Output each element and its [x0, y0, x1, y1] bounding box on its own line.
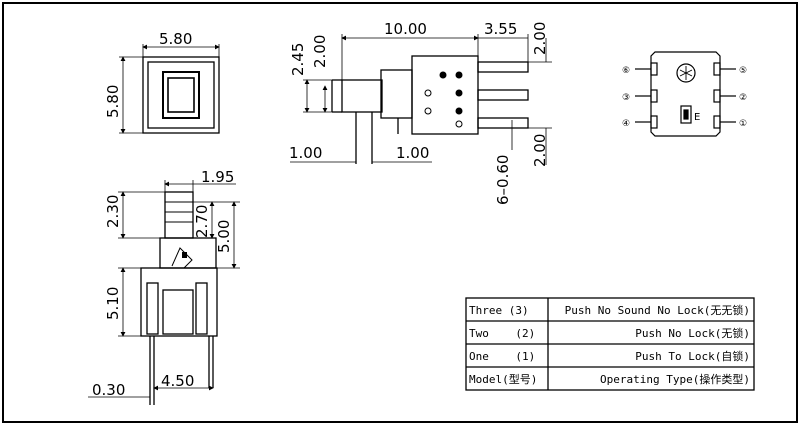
title-block-model-1: One (1) [469, 350, 535, 363]
dim-side-offset: 3.55 [484, 20, 517, 38]
dim-top-width: 5.80 [159, 30, 192, 48]
dim-top-height: 5.80 [104, 85, 122, 118]
dim-side-height-b: 2.00 [311, 35, 329, 68]
dim-front-mid: 2.70 [193, 205, 211, 238]
dim-side-lead-right: 1.00 [396, 144, 429, 162]
dim-front-width: 1.95 [201, 168, 234, 186]
dim-pin-callout: 6–0.60 [494, 155, 512, 205]
dim-front-lead-thickness: 0.30 [92, 381, 125, 399]
dim-side-height-a: 2.45 [289, 43, 307, 76]
title-block-header-model: Model(型号) [469, 372, 537, 386]
pin-label-4: ④ [622, 119, 630, 129]
pin-label-2: ② [739, 93, 747, 103]
side-view [290, 34, 552, 165]
title-block-type-1: Push To Lock(自锁) [635, 349, 750, 363]
pin-label-5: ⑤ [739, 66, 747, 76]
pin-label-1: ① [739, 119, 747, 129]
dim-front-knob-height: 2.30 [104, 195, 122, 228]
dim-front-body-height: 5.10 [104, 287, 122, 320]
dim-side-right-bottom: 2.00 [531, 134, 549, 167]
title-block-header-type: Operating Type(操作类型) [600, 372, 750, 386]
dim-front-lead-pitch: 4.50 [161, 372, 194, 390]
pin-label-6: ⑥ [622, 66, 630, 76]
dim-side-right-top: 2.00 [531, 22, 549, 55]
dim-front-total: 5.00 [215, 220, 233, 253]
footprint-marker: E [694, 112, 700, 123]
title-block-model-2: Two (2) [469, 327, 535, 340]
pin-label-3: ③ [622, 93, 630, 103]
title-block-type-3: Push No Sound No Lock(无无锁) [565, 303, 750, 317]
dim-side-length: 10.00 [384, 20, 427, 38]
title-block-model-3: Three (3) [469, 304, 529, 317]
title-block [465, 297, 755, 391]
footprint-view [635, 51, 736, 137]
front-view [88, 180, 240, 405]
top-view [119, 44, 220, 134]
title-block-type-2: Push No Lock(无锁) [635, 326, 750, 340]
dim-side-lead-left: 1.00 [289, 144, 322, 162]
